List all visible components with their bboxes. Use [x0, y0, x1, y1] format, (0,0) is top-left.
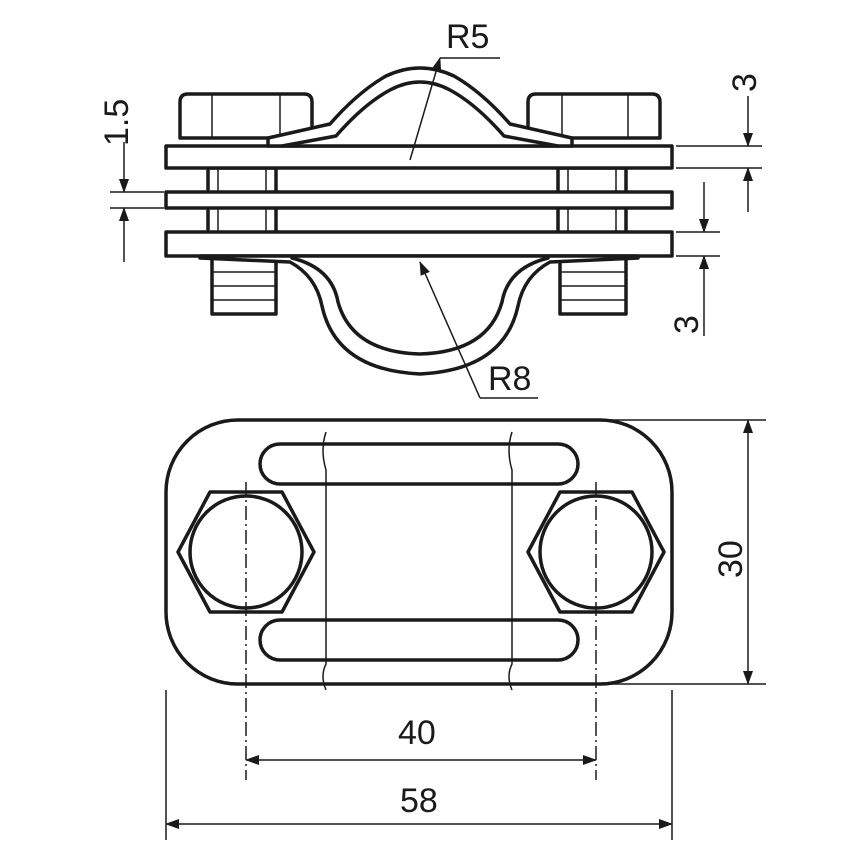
top-clamp-plate	[164, 66, 674, 170]
side-view: R5 R8 3 1.5 3	[98, 18, 764, 399]
bottom-clamp-plate	[164, 230, 674, 376]
middle-strip	[164, 190, 674, 210]
dim-1.5-label: 1.5	[98, 99, 136, 146]
hex-bolt-left	[176, 490, 316, 614]
radius-r8-label: R8	[488, 360, 531, 398]
top-view: 30 40 58	[164, 418, 766, 840]
bolt-head-right	[526, 92, 662, 140]
dim-30-label: 30	[712, 540, 750, 578]
bolt-thread-right	[558, 256, 628, 316]
dim-40-label: 40	[398, 714, 436, 752]
slot-bottom	[258, 618, 580, 662]
dim-58-label: 58	[400, 782, 438, 820]
bolt-head-left	[178, 92, 314, 140]
dim-3-bottom-label: 3	[668, 315, 706, 334]
hex-bolt-right	[526, 490, 666, 614]
dim-3-top-label: 3	[726, 73, 764, 92]
slot-top	[258, 442, 580, 486]
radius-r5-label: R5	[446, 18, 489, 56]
bolt-thread-left	[210, 256, 278, 316]
base-plate	[164, 418, 674, 686]
